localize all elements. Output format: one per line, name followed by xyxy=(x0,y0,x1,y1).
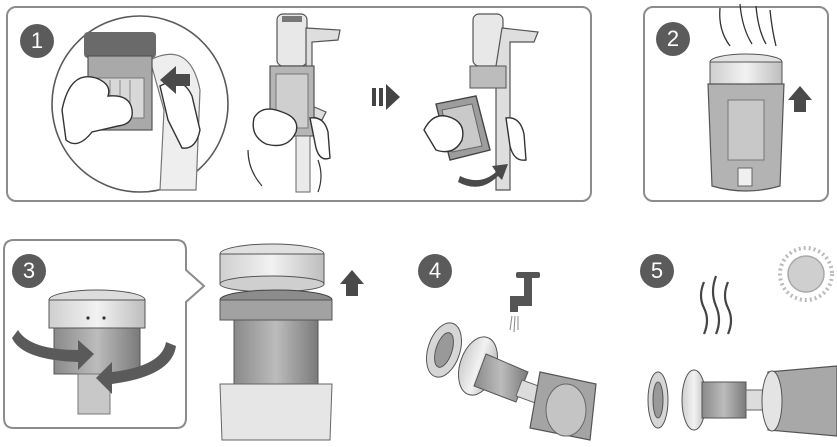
filter-twist xyxy=(12,289,176,415)
bin-step-2 xyxy=(707,3,812,192)
washing-parts xyxy=(425,322,597,441)
water-tap-icon xyxy=(509,272,540,333)
step-1-badge: 1 xyxy=(20,24,54,58)
heat-waves-icon xyxy=(699,275,733,335)
up-arrow xyxy=(788,86,812,112)
magnifier-circle xyxy=(51,15,229,193)
push-arrow xyxy=(160,66,190,94)
filter-separated xyxy=(219,243,364,441)
step-5-badge: 5 xyxy=(640,254,674,288)
up-arrow-step-3 xyxy=(340,270,364,296)
drying-parts xyxy=(647,365,837,437)
double-arrow xyxy=(372,84,400,110)
vacuum-right xyxy=(423,13,539,191)
step-2-badge: 2 xyxy=(656,22,690,56)
vacuum-middle xyxy=(247,13,341,193)
twist-arrow xyxy=(458,164,508,187)
step-3-badge: 3 xyxy=(12,254,46,288)
sun-icon xyxy=(778,246,834,302)
step-4-badge: 4 xyxy=(418,254,452,288)
